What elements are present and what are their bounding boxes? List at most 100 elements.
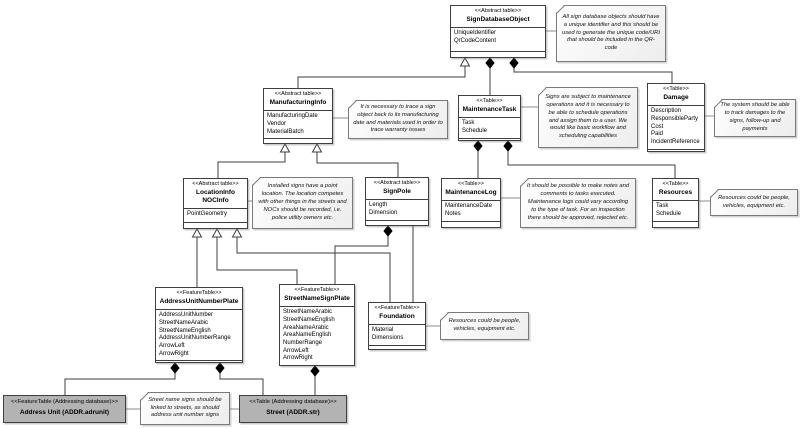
- note-location-info[interactable]: Installed signs have a point location. T…: [252, 177, 353, 229]
- generalization-arrow: [311, 142, 323, 153]
- class-name: SignPole: [383, 188, 411, 196]
- note-text: Resources could be people, vehicles, equ…: [718, 194, 790, 209]
- class-address-unit[interactable]: <<FeatureTable (Addressing database)>> A…: [3, 395, 126, 423]
- class-name: MaintenanceLog: [445, 189, 497, 197]
- class-manufacturing-info[interactable]: <<Abstract table>> ManufacturingInfo Man…: [263, 88, 333, 144]
- class-stereotype: <<Abstract table>>: [274, 91, 322, 97]
- note-text: It should be possible to make notes and …: [526, 183, 630, 221]
- generalization-arrow: [211, 227, 223, 238]
- class-name: StreetNameSignPlate: [284, 295, 350, 303]
- note-manufacturing-info[interactable]: It is necessary to trace a sign object b…: [348, 100, 448, 139]
- class-attribute: Dimension: [369, 209, 398, 216]
- class-operations-compartment: [653, 221, 698, 227]
- class-attribute: ArrowRight: [283, 355, 313, 362]
- class-attribute: QrCodeContent: [454, 37, 497, 44]
- class-name: SignDatabaseObject: [466, 16, 530, 24]
- class-attribute: Task: [656, 203, 669, 210]
- composition-diamond: [383, 225, 393, 237]
- class-name: ManufacturingInfo: [269, 99, 327, 107]
- class-operations-compartment: [264, 138, 332, 143]
- class-stereotype: <<FeatureTable>>: [374, 305, 420, 311]
- note-maintenance-task[interactable]: Signs are subject to maintenance operati…: [538, 87, 638, 148]
- comp-addressunit-line: [64, 373, 176, 395]
- class-stereotype: <<Abstract table>>: [474, 8, 522, 14]
- class-sign-database-object[interactable]: <<Abstract table>> SignDatabaseObject Un…: [450, 5, 546, 58]
- generalization-arrow: [191, 227, 203, 238]
- class-stereotype: <<Table>>: [476, 98, 503, 104]
- class-attribute: MaterialBatch: [267, 128, 304, 135]
- comp-streetplate-signpole-line: [334, 236, 389, 284]
- comp-damage-line: [513, 68, 673, 83]
- note-text: Installed signs have a point location. T…: [258, 183, 347, 221]
- class-attribute: ResponsibleParty: [651, 115, 699, 122]
- class-attribute: AddressUnitNumberRange: [159, 335, 231, 342]
- note-text: Signs are subject to maintenance operati…: [545, 94, 631, 140]
- note-resources[interactable]: Resources could be people, vehicles, equ…: [710, 189, 798, 216]
- class-stereotype: <<Abstract table>>: [192, 181, 239, 187]
- note-text: The system should be able to track damag…: [720, 102, 790, 132]
- class-attribute: Dimensions: [372, 334, 404, 341]
- class-name: Street (ADDR.str): [266, 408, 320, 416]
- gen-streetplate-locationinfo: [216, 237, 298, 284]
- class-attribute: Task: [462, 120, 475, 127]
- class-attribute: ArrowRight: [159, 350, 189, 357]
- class-attribute: Description: [651, 108, 682, 115]
- class-operations-compartment: [184, 222, 247, 228]
- composition-diamond: [473, 140, 483, 152]
- class-stereotype: <<Table>>: [663, 86, 689, 92]
- class-name: LocationInfo NOCInfo: [196, 189, 235, 205]
- class-operations-compartment: [156, 360, 242, 362]
- class-attribute: Cost: [651, 123, 664, 130]
- class-stereotype: <<Abstract table>>: [373, 180, 421, 186]
- class-stereotype: <<Table>>: [662, 181, 689, 187]
- class-attribute: StreetNameArabic: [283, 309, 333, 316]
- class-stereotype: <<FeatureTable>>: [294, 287, 340, 293]
- class-attribute: ManufacturingDate: [267, 113, 318, 120]
- composition-diamond: [170, 362, 180, 374]
- class-attribute: AddressUnitNumber: [159, 312, 214, 319]
- note-damage[interactable]: The system should be able to track damag…: [714, 99, 796, 137]
- class-attribute: StreetNameEnglish: [283, 316, 335, 323]
- comp-resources-line: [507, 151, 676, 178]
- class-attribute: Notes: [445, 210, 461, 217]
- class-name: AddressUnitNumberPlate: [159, 298, 239, 306]
- note-street-link[interactable]: Street name signs should be linked to st…: [140, 392, 230, 425]
- class-attribute: ArrowLeft: [159, 342, 185, 349]
- note-foundation[interactable]: Resources could be people, vehicles, equ…: [440, 312, 529, 340]
- class-name: MaintenanceTask: [462, 106, 517, 114]
- class-address-unit-number-plate[interactable]: <<FeatureTable>> AddressUnitNumberPlate …: [155, 287, 243, 363]
- class-stereotype: <<FeatureTable (Addressing database)>>: [10, 399, 119, 406]
- note-text: All sign database objects should have a …: [562, 13, 660, 52]
- note-text: Resources could be people, vehicles, equ…: [448, 318, 521, 332]
- composition-diamond: [485, 57, 495, 69]
- class-attribute: Vendor: [267, 120, 287, 127]
- note-sign-database-object[interactable]: All sign database objects should have a …: [556, 5, 666, 62]
- class-street-name-sign-plate[interactable]: <<FeatureTable>> StreetNameSignPlate Str…: [279, 284, 355, 366]
- class-maintenance-log[interactable]: <<Table>> MaintenanceLog MaintenanceDate…: [441, 178, 501, 228]
- class-location-info-nocinfo[interactable]: <<Abstract table>> LocationInfo NOCInfo …: [183, 178, 248, 229]
- class-street[interactable]: <<Table (Addressing database)>> Street (…: [239, 395, 347, 423]
- class-attribute: Schedule: [656, 210, 682, 217]
- class-attribute: StreetNameArabic: [159, 319, 209, 326]
- class-operations-compartment: [648, 148, 704, 151]
- class-name: Address Unit (ADDR.adrunit): [19, 408, 110, 416]
- class-name: Damage: [663, 94, 689, 102]
- class-stereotype: <<FeatureTable>>: [176, 290, 222, 296]
- class-name: Foundation: [379, 313, 415, 321]
- note-maintenance-log[interactable]: It should be possible to make notes and …: [520, 178, 636, 228]
- class-attribute: Schedule: [462, 127, 488, 134]
- composition-diamond: [215, 362, 225, 374]
